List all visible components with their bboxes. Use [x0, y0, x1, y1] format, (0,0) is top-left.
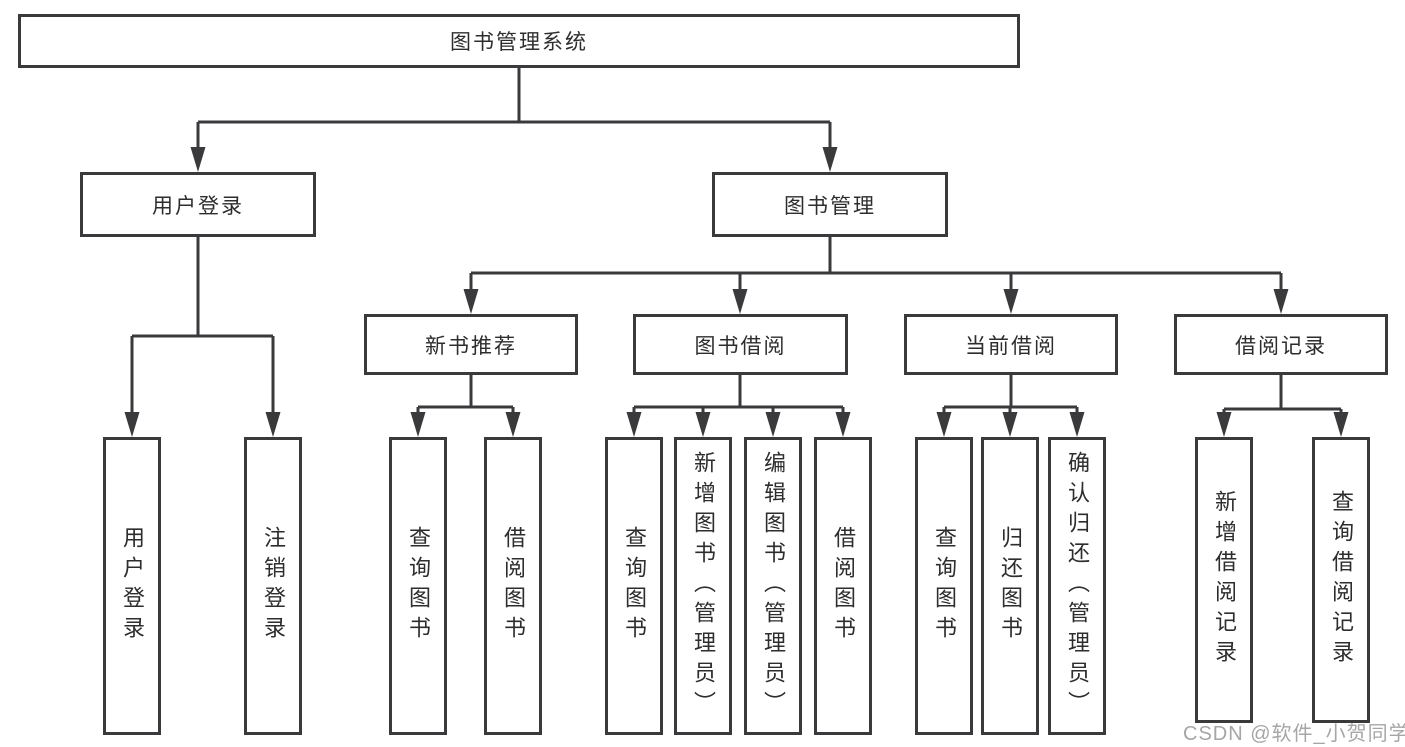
node-new-book-recommendation: 新书推荐	[364, 314, 578, 375]
node-library-management-system: 图书管理系统	[18, 14, 1020, 68]
leaf-borrow-books-borrowing: 借阅图书	[814, 437, 872, 735]
node-current-borrowing: 当前借阅	[904, 314, 1118, 375]
leaf-query-books-recommend: 查询图书	[389, 437, 447, 735]
leaf-query-borrow-record: 查询借阅记录	[1312, 437, 1370, 723]
leaf-borrow-books-recommend: 借阅图书	[484, 437, 542, 735]
leaf-logout: 注销登录	[244, 437, 302, 735]
connector-user-login-children	[130, 237, 275, 420]
leaf-user-login: 用户登录	[103, 437, 161, 735]
node-book-borrowing: 图书借阅	[633, 314, 848, 375]
connector-book-management-children	[469, 237, 1283, 296]
node-borrowing-records: 借阅记录	[1174, 314, 1388, 375]
leaf-add-books-admin: 新增图书（管理员）	[674, 437, 732, 735]
leaf-confirm-return-admin: 确认归还（管理员）	[1048, 437, 1106, 735]
leaf-edit-books-admin: 编辑图书（管理员）	[744, 437, 802, 735]
node-user-login: 用户登录	[80, 172, 316, 237]
connector-borrow-records-children	[1222, 375, 1343, 420]
node-book-management: 图书管理	[712, 172, 948, 237]
connector-book-borrow-children	[632, 375, 845, 420]
connector-root-to-level1	[196, 68, 832, 152]
watermark: CSDN @软件_小贺同学	[1183, 723, 1405, 745]
connector-new-book-children	[416, 375, 515, 420]
leaf-return-books: 归还图书	[981, 437, 1039, 735]
leaf-add-borrow-record: 新增借阅记录	[1195, 437, 1253, 723]
leaf-query-books-borrowing: 查询图书	[605, 437, 663, 735]
leaf-query-books-current: 查询图书	[915, 437, 973, 735]
